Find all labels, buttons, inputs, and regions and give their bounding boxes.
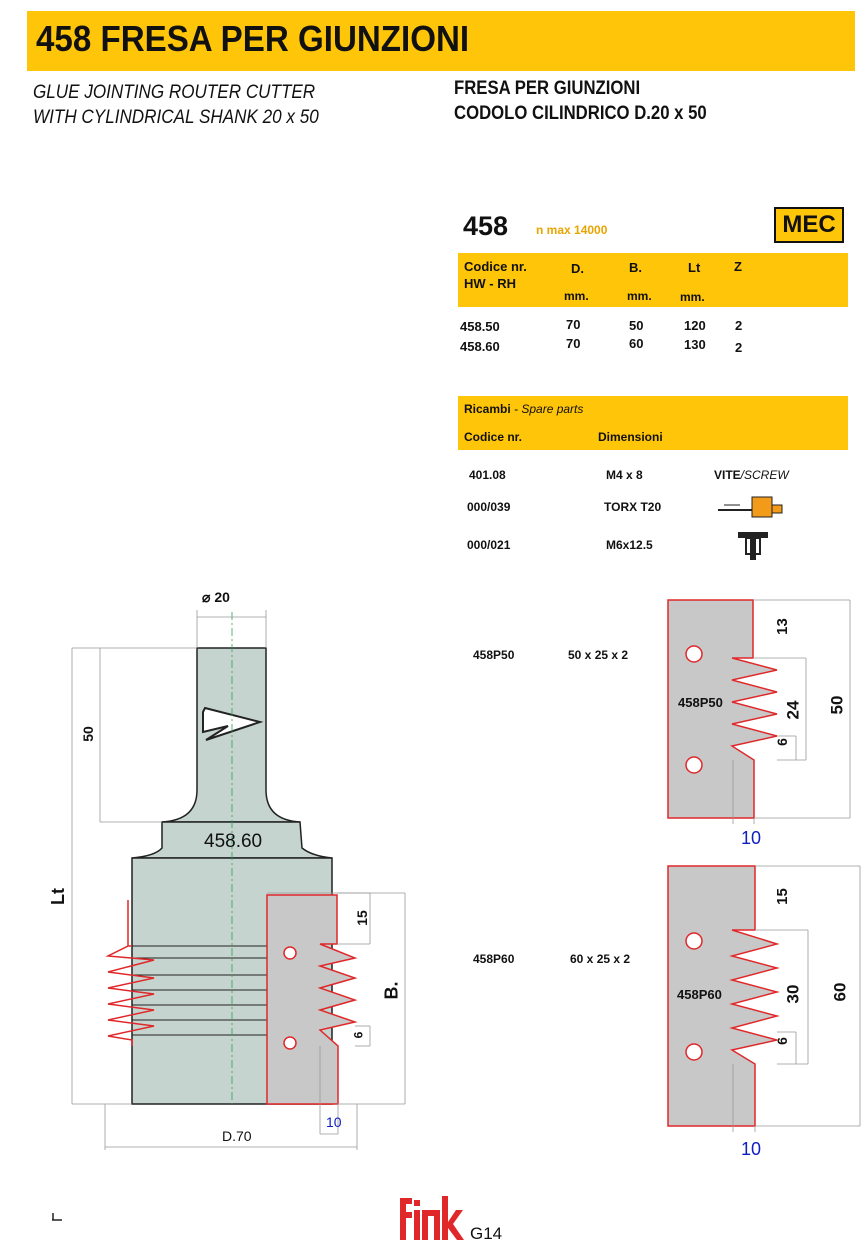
subtitle-en-line-1: GLUE JOINTING ROUTER CUTTER (33, 82, 316, 103)
row-lt: 130 (684, 337, 706, 352)
spare-dim: TORX T20 (604, 500, 662, 514)
dim-6-label: 6 (351, 1031, 366, 1039)
shank-length-label: 50 (79, 726, 96, 742)
d70-label: D.70 (222, 1128, 252, 1144)
spare-code: 000/039 (467, 500, 511, 514)
spare-col-code: Codice nr. (464, 430, 523, 444)
knife-code: 458P50 (473, 648, 515, 662)
knife-458p50 (667, 599, 851, 824)
col-b-header: B. (629, 260, 642, 275)
knife-458p60 (667, 865, 861, 1132)
col-z-header: Z (734, 259, 742, 274)
row-b: 60 (629, 336, 644, 351)
knife-dim-total: 50 (827, 695, 847, 715)
body-code-label: 458.60 (204, 831, 263, 852)
spare-desc: VITE/SCREW (714, 468, 789, 482)
b-label: B. (381, 981, 402, 1000)
knife-dim-tooth: 6 (773, 738, 790, 746)
main-table-header (458, 253, 848, 307)
col-d-header: D. (571, 261, 584, 276)
knife-label: 458P50 (678, 695, 723, 710)
page-number: G14 (470, 1224, 503, 1243)
spare-desc-it: VITE (714, 468, 741, 482)
col-code-header: Codice nr. (464, 259, 527, 274)
brand-logo (400, 1196, 464, 1240)
knife-dims: 60 x 25 x 2 (570, 952, 631, 966)
row-z: 2 (735, 318, 743, 333)
spare-dim: M6x12.5 (606, 538, 653, 552)
knife-code: 458P60 (473, 952, 515, 966)
col-b-unit: mm. (627, 289, 652, 303)
product-code: 458 (463, 211, 509, 241)
knife-dim-mid: 30 (783, 984, 803, 1004)
knife-dim-top: 15 (773, 888, 791, 905)
subtitle-italian: FRESA PER GIUNZIONI CODOLO CILINDRICO D.… (454, 76, 707, 126)
subtitle-it-line-1: FRESA PER GIUNZIONI (454, 78, 641, 99)
dimension-lines (71, 610, 406, 1150)
torx-key-icon (718, 496, 783, 518)
row-z: 2 (735, 340, 743, 355)
subtitle-en-line-2: WITH CYLINDRICAL SHANK 20 x 50 (33, 107, 319, 128)
col-lt-header: Lt (688, 260, 701, 275)
col-lt-unit: mm. (680, 290, 705, 304)
subtitle-english: GLUE JOINTING ROUTER CUTTER WITH CYLINDR… (33, 80, 319, 130)
cutter-profile-left (105, 900, 155, 1046)
spare-desc-en: /SCREW (740, 468, 789, 482)
subtitle-it-line-2: CODOLO CILINDRICO D.20 x 50 (454, 103, 707, 124)
knife-on-cutter (266, 894, 358, 1105)
pin-icon (738, 532, 768, 560)
row-code: 458.60 (460, 339, 500, 354)
max-speed: n max 14000 (536, 223, 608, 237)
knife-dim-top: 13 (773, 618, 791, 635)
spare-code: 000/021 (467, 538, 511, 552)
knife-dim-width: 10 (741, 1139, 762, 1159)
knife-label: 458P60 (677, 987, 722, 1002)
dim-15-label: 15 (353, 910, 370, 926)
spare-parts-title: Ricambi - Spare parts (464, 402, 583, 416)
row-d: 70 (566, 317, 581, 332)
spare-parts-header (458, 396, 848, 450)
spare-title-en: - Spare parts (510, 402, 584, 416)
col-d-unit: mm. (564, 289, 589, 303)
col-code-sub-header: HW - RH (464, 276, 516, 291)
spare-dim: M4 x 8 (606, 468, 643, 482)
knife-dim-mid: 24 (783, 700, 803, 720)
knife-dim-total: 60 (830, 982, 850, 1002)
title-banner (27, 11, 855, 71)
row-b: 50 (629, 318, 644, 333)
mec-badge: MEC (774, 207, 844, 243)
spare-col-dim: Dimensioni (598, 430, 663, 444)
row-lt: 120 (684, 318, 706, 333)
shank-dia-label: ⌀ 20 (202, 589, 230, 605)
lt-label: Lt (48, 888, 68, 905)
knife-dim-tooth: 6 (773, 1037, 790, 1045)
row-code: 458.50 (460, 319, 500, 334)
spare-title-it: Ricambi (464, 402, 511, 416)
spare-code: 401.08 (469, 468, 506, 482)
dim-10-label: 10 (326, 1114, 342, 1130)
knife-dims: 50 x 25 x 2 (568, 648, 629, 662)
knife-dim-width: 10 (741, 828, 762, 848)
page-title: 458 FRESA PER GIUNZIONI (36, 18, 470, 59)
row-d: 70 (566, 336, 581, 351)
